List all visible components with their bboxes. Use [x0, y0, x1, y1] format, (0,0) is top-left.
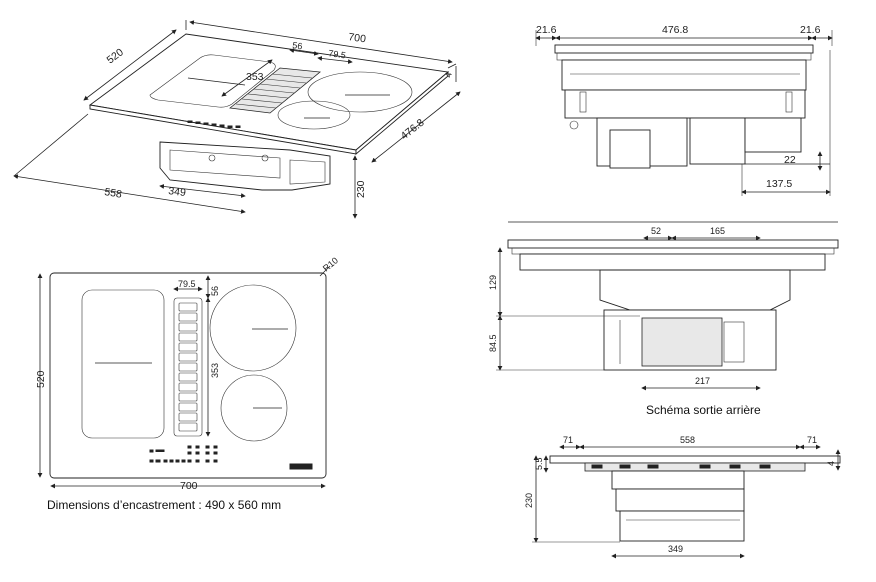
top-depth-label: 520 — [35, 370, 47, 388]
isometric-view: 700 520 56 79.5 353 4 476.8 349 558 230 — [13, 20, 461, 219]
iso-thickness-label: 4 — [443, 72, 454, 79]
rear-outlet-view: 52 165 129 84.5 217 — [488, 221, 839, 391]
side-view-top: 21.6 476.8 21.6 22 137.5 — [535, 24, 833, 196]
rear-height2-label: 84.5 — [488, 334, 498, 352]
front-left-label: 71 — [563, 435, 573, 445]
iso-body-width-label: 349 — [168, 185, 187, 199]
rear-offset1-label: 52 — [651, 226, 661, 236]
iso-depth-label: 520 — [105, 46, 126, 66]
side-offset-label: 22 — [784, 154, 796, 166]
rear-outlet-caption: Schéma sortie arrière — [646, 403, 761, 417]
iso-hood-width-label: 56 — [292, 40, 303, 51]
front-height-label: 230 — [524, 493, 534, 508]
top-hood-depth-label: 56 — [210, 286, 220, 296]
iso-zone-label: 353 — [246, 71, 264, 83]
top-view: 520 700 79.5 56 353 R10 — [35, 255, 340, 492]
cutout-dimensions-caption: Dimensions d’encastrement : 490 x 560 mm — [47, 498, 282, 512]
rear-height1-label: 129 — [488, 275, 498, 290]
top-zone-label: 353 — [210, 363, 220, 378]
front-width-label: 558 — [680, 435, 695, 445]
top-width-label: 700 — [180, 480, 198, 492]
rear-offset2-label: 165 — [710, 226, 725, 236]
rear-width-label: 217 — [695, 376, 710, 386]
top-radius-label: R10 — [321, 255, 340, 273]
front-view: 71 558 71 4 5.5 230 349 — [524, 435, 841, 559]
side-left-margin-label: 21.6 — [536, 24, 557, 36]
iso-hood-depth-label: 79.5 — [328, 48, 347, 60]
top-hood-width-label: 79.5 — [178, 279, 196, 289]
front-lip-label: 5.5 — [534, 457, 544, 470]
front-body-width-label: 349 — [668, 544, 683, 554]
side-width-label: 476.8 — [662, 24, 688, 36]
side-right-margin-label: 21.6 — [800, 24, 821, 36]
front-right-label: 71 — [807, 435, 817, 445]
front-thickness-label: 4 — [826, 461, 836, 466]
iso-cutout-label: 476.8 — [398, 117, 426, 143]
iso-body-depth-label: 558 — [104, 186, 123, 201]
iso-height-label: 230 — [355, 180, 367, 198]
side-outlet-label: 137.5 — [766, 178, 792, 190]
iso-width-label: 700 — [348, 31, 367, 45]
